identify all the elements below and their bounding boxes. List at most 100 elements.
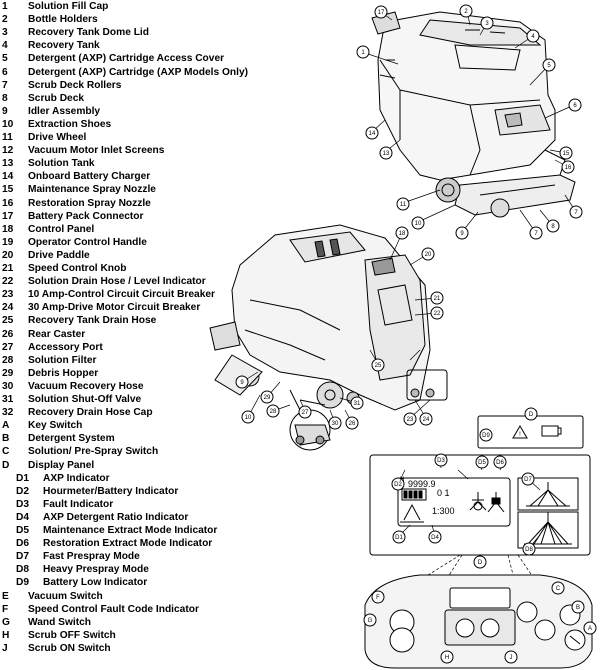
svg-text:D1: D1 — [395, 535, 403, 541]
svg-text:!: ! — [519, 432, 521, 438]
legend-key: D6 — [16, 538, 30, 550]
legend-key: 17 — [2, 210, 14, 222]
legend-text: Rear Caster — [28, 328, 86, 340]
legend-text: Onboard Battery Charger — [28, 171, 151, 183]
legend-text: Drive Paddle — [28, 249, 90, 261]
legend-text: Extraction Shoes — [28, 118, 112, 130]
svg-text:1: 1 — [361, 50, 365, 56]
legend-text: Hourmeter/Battery Indicator — [43, 485, 179, 497]
svg-text:5: 5 — [547, 63, 551, 69]
legend-text: Detergent (AXP) Cartridge (AXP Models On… — [28, 66, 249, 78]
legend-text: Debris Hopper — [28, 367, 99, 379]
svg-text:D5: D5 — [478, 460, 486, 466]
legend-key: D2 — [16, 485, 30, 497]
legend-text: Vacuum Switch — [28, 590, 103, 602]
legend-key: 29 — [2, 367, 14, 379]
legend-text: AXP Indicator — [43, 472, 110, 484]
legend-text: Scrub ON Switch — [28, 642, 111, 654]
legend-key: 10 — [2, 118, 14, 130]
legend-key: J — [2, 642, 8, 654]
legend-text: Heavy Prespray Mode — [43, 564, 149, 576]
legend-key: 13 — [2, 158, 14, 170]
legend-key: D4 — [16, 511, 30, 523]
svg-text:D: D — [529, 412, 534, 418]
legend-text: Key Switch — [28, 420, 83, 432]
svg-text:11: 11 — [400, 202, 407, 208]
legend-key: 23 — [2, 289, 14, 301]
svg-text:D8: D8 — [525, 547, 533, 553]
legend-key: C — [2, 446, 10, 458]
legend-key: 20 — [2, 249, 14, 261]
svg-text:18: 18 — [399, 231, 406, 237]
svg-text:7: 7 — [534, 231, 538, 237]
legend-key: 31 — [2, 394, 14, 405]
legend-text: Recovery Tank Drain Hose — [28, 315, 157, 327]
svg-text:B: B — [576, 605, 580, 611]
svg-text:31: 31 — [354, 401, 361, 407]
svg-text:A: A — [588, 626, 592, 632]
legend-text: Solution Shut-Off Valve — [28, 394, 142, 405]
legend-text: Display Panel — [28, 459, 95, 471]
legend-text: Solution Filter — [28, 354, 97, 366]
svg-text:F: F — [376, 595, 380, 601]
svg-text:9: 9 — [240, 380, 244, 386]
svg-text:9: 9 — [460, 231, 464, 237]
legend-key: 2 — [2, 14, 8, 26]
legend-key: 11 — [2, 132, 13, 143]
svg-text:22: 22 — [434, 311, 441, 317]
legend-key: 21 — [2, 263, 14, 274]
legend-key: F — [2, 603, 9, 615]
legend-key: 1 — [2, 1, 8, 12]
legend-key: D5 — [16, 525, 30, 536]
legend-key: 26 — [2, 328, 14, 340]
legend-key: 25 — [2, 315, 14, 327]
legend-key: G — [2, 616, 10, 628]
svg-text:14: 14 — [369, 131, 376, 137]
legend-text: Idler Assembly — [28, 105, 101, 117]
legend-key: A — [2, 420, 10, 432]
legend-text: Wand Switch — [28, 616, 92, 628]
legend-key: 8 — [2, 92, 8, 104]
legend-key: D3 — [16, 498, 30, 510]
legend-text: Scrub Deck — [28, 92, 85, 104]
legend-key: 3 — [2, 27, 8, 39]
legend-key: B — [2, 433, 10, 445]
legend-text: Maintenance Spray Nozzle — [28, 184, 156, 196]
legend-key: 28 — [2, 354, 14, 366]
legend-text: Recovery Drain Hose Cap — [28, 407, 153, 419]
svg-text:D6: D6 — [496, 460, 504, 466]
svg-text:4: 4 — [531, 34, 535, 40]
svg-text:D: D — [478, 560, 483, 566]
svg-text:13: 13 — [383, 151, 390, 157]
svg-text:6: 6 — [573, 103, 577, 109]
svg-text:3: 3 — [485, 21, 489, 27]
callout-bubbles — [235, 4, 597, 664]
legend-key: 24 — [2, 302, 14, 314]
legend-key: D9 — [16, 577, 30, 589]
legend-text: Battery Pack Connector — [28, 210, 144, 222]
legend-key: 32 — [2, 407, 14, 419]
legend-text: Solution/ Pre-Spray Switch — [28, 446, 159, 458]
svg-text:27: 27 — [302, 410, 309, 416]
legend-key: D8 — [16, 564, 30, 576]
legend-text: Vacuum Recovery Hose — [28, 380, 144, 392]
svg-text:8: 8 — [551, 224, 555, 230]
legend-text: Solution Fill Cap — [28, 1, 109, 12]
legend-key: H — [2, 629, 10, 641]
svg-text:D9: D9 — [482, 433, 490, 439]
legend-text: Solution Tank — [28, 158, 95, 170]
legend-key: 18 — [2, 223, 14, 235]
upper-machine-illustration — [371, 11, 576, 218]
svg-text:C: C — [556, 586, 561, 592]
legend-text: Drive Wheel — [28, 132, 87, 143]
svg-text:2: 2 — [464, 9, 468, 15]
legend-key: 22 — [2, 276, 14, 288]
legend-key: 7 — [2, 79, 8, 91]
legend-text: Accessory Port — [28, 341, 103, 353]
legend-key: 27 — [2, 341, 14, 353]
svg-text:G: G — [368, 618, 373, 624]
svg-text:10: 10 — [415, 221, 422, 227]
hourmeter-unit: H — [400, 477, 404, 483]
ratio-readout: 1:300 — [432, 506, 455, 516]
